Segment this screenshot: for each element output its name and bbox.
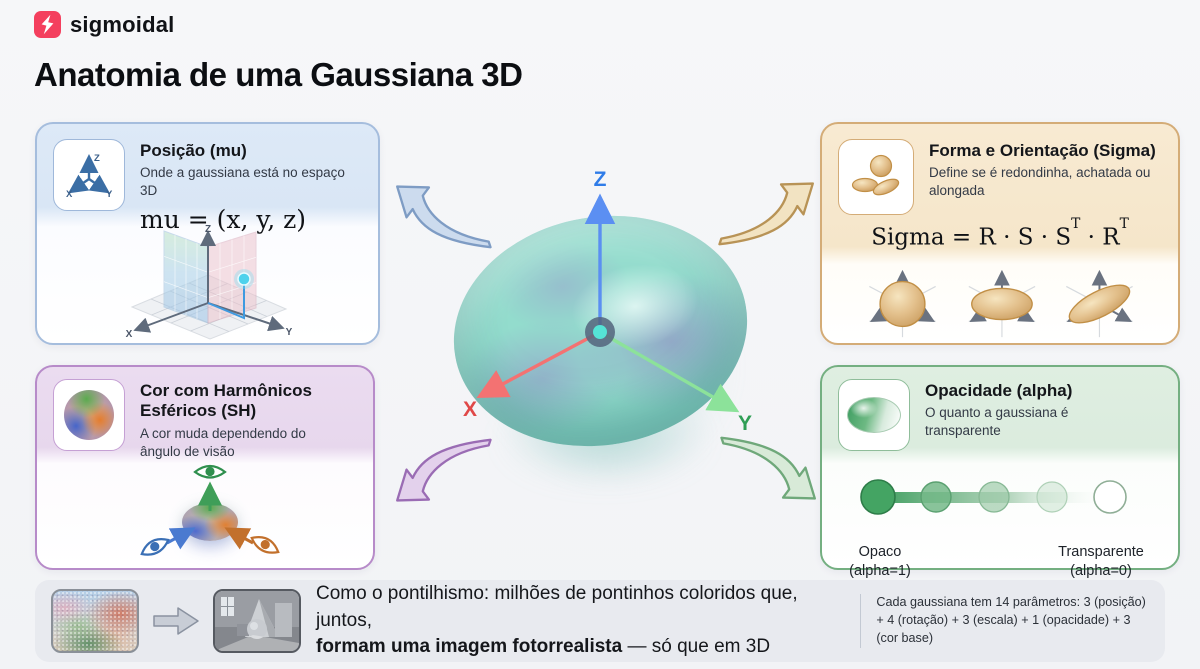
sh-sphere-icon	[53, 379, 125, 451]
sigmoidal-logo-icon	[34, 11, 61, 38]
render-thumbnail	[213, 589, 301, 653]
brand-name: sigmoidal	[70, 11, 175, 37]
sphere-shape	[879, 280, 926, 328]
panel-forma-title: Forma e Orientação (Sigma)	[929, 141, 1156, 160]
svg-text:Z: Z	[94, 153, 100, 164]
position-point	[236, 272, 251, 286]
page-title: Anatomia de uma Gaussiana 3D	[34, 56, 523, 93]
position-axes-icon: Z X Y	[53, 139, 125, 211]
panel-posicao-subtitle: Onde a gaussiana está no espaço 3D	[140, 165, 345, 199]
ellipsoid-shapes-icon	[838, 139, 914, 215]
svg-text:Y: Y	[285, 327, 292, 338]
z-axis-label: Z	[594, 168, 607, 191]
panel-cor-subtitle: A cor muda dependendo do ângulo de visão	[140, 425, 306, 459]
panel-cor: Cor com Harmônicos Esféricos (SH) A cor …	[35, 365, 375, 570]
arrow-to-cor-icon	[396, 438, 492, 502]
alpha-scale: Opaco (alpha=1) Transparente (alpha=0)	[822, 459, 1178, 579]
panel-opacidade-subtitle: O quanto a gaussiana é transparente	[925, 405, 1069, 439]
footer-bar: Como o pontilhismo: milhões de pontinhos…	[35, 580, 1165, 662]
alpha-transparent-label: Transparente (alpha=0)	[1058, 544, 1144, 579]
position-3d-diagram: Z X Y	[125, 224, 292, 340]
arrow-to-opacidade-icon	[720, 436, 816, 500]
sigma-formula: Sigma = R · S · ST · RT	[871, 216, 1129, 251]
alpha-gradient-slider	[860, 479, 1127, 515]
footer-caption: Como o pontilhismo: milhões de pontinhos…	[316, 582, 798, 658]
panel-forma-subtitle: Define se é redondinha, achatada ou alon…	[929, 165, 1151, 199]
panel-opacidade: Opacidade (alpha) O quanto a gaussiana é…	[820, 365, 1180, 579]
panel-posicao-title: Posição (mu)	[140, 141, 247, 160]
blue-view-arrow	[166, 527, 196, 550]
orange-view-arrow	[224, 527, 254, 550]
svg-text:X: X	[125, 329, 132, 340]
svg-text:X: X	[66, 189, 73, 199]
svg-text:Z: Z	[204, 224, 210, 235]
orange-eye-icon	[250, 536, 280, 554]
panel-cor-title: Cor com Harmônicos Esféricos (SH)	[140, 381, 312, 421]
parameters-note: Cada gaussiana tem 14 parâmetros: 3 (pos…	[876, 595, 1146, 645]
alpha-opaque-label: Opaco (alpha=1)	[849, 544, 911, 579]
brand: sigmoidal	[34, 11, 175, 38]
blue-eye-icon	[140, 538, 170, 556]
panel-posicao: Z X Y Posição (mu) Onde a gaussiana está…	[35, 122, 380, 345]
footer-divider	[859, 594, 862, 648]
transform-arrow-icon	[153, 607, 199, 635]
pointillism-thumbnail	[51, 589, 139, 653]
sigma-shapes-diagram	[869, 269, 1133, 338]
opacity-ellipsoid-icon	[838, 379, 910, 451]
arrow-to-forma-icon	[718, 182, 814, 246]
panel-opacidade-title: Opacidade (alpha)	[925, 381, 1073, 400]
elongated-shape	[1068, 284, 1131, 324]
mu-formula: mu = (x, y, z)	[140, 205, 307, 235]
flattened-shape	[971, 287, 1033, 321]
sh-view-diagram	[37, 459, 373, 569]
panel-forma: Forma e Orientação (Sigma) Define se é r…	[820, 122, 1180, 345]
svg-text:Y: Y	[106, 189, 113, 199]
green-eye-icon	[193, 464, 227, 479]
arrow-to-posicao-icon	[396, 185, 492, 249]
